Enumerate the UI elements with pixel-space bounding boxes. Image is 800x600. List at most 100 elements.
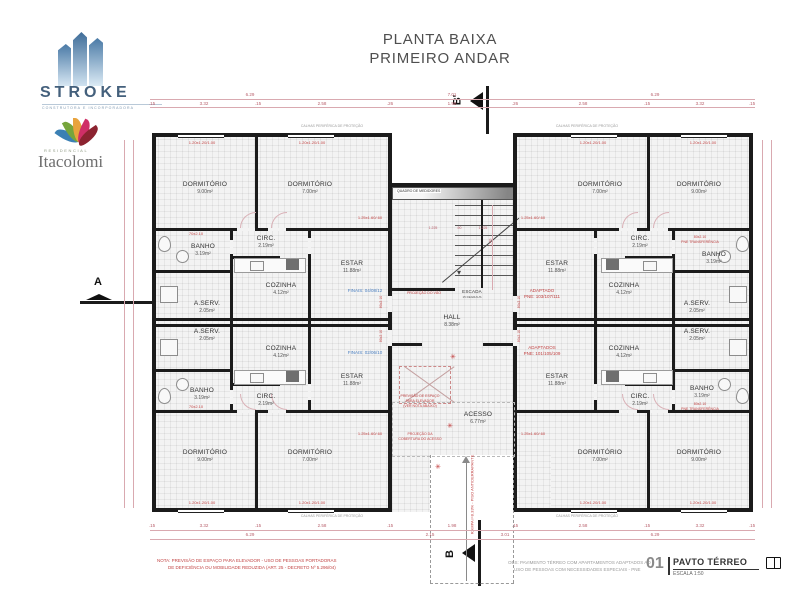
wall-segment (647, 133, 650, 230)
dim-label: .15 (748, 523, 756, 528)
door-spec-80: 80x2.10 (517, 295, 522, 309)
dim-label: .15 (643, 523, 651, 528)
stamp-icon-spine (773, 558, 775, 568)
revision-marker-icon: ✳ (435, 464, 441, 471)
stair-tread (455, 265, 513, 266)
dimension-line (492, 205, 493, 290)
toilet-fixture (158, 236, 171, 252)
sheet-name: PAVTO TÉRREO (673, 557, 748, 567)
section-arrow-b-bottom-icon (462, 544, 475, 562)
wall-segment (390, 288, 455, 291)
room-label-cozinha: COZINHA (608, 282, 640, 289)
note-finais-lower: FINAIS: 02/06/10 (347, 350, 383, 355)
wall-segment (672, 228, 675, 321)
room-label-cozinha: COZINHA (608, 345, 640, 352)
dim-label: 6.29 (650, 92, 660, 97)
kitchen-sink (250, 373, 264, 383)
door-opening (650, 410, 668, 413)
section-marker-b: B (443, 550, 456, 558)
sheet-scale: ESCALA 1:50 (673, 571, 704, 577)
ramp-arrow-head-icon (462, 456, 470, 463)
room-area: 3.19m² (694, 393, 710, 399)
wall-segment (483, 343, 515, 346)
section-line-a (80, 301, 152, 304)
door-spec-70: 70x2.10 (188, 231, 204, 236)
door-opening (230, 240, 233, 254)
room-label-circ: CIRC. (630, 235, 650, 242)
stair-tread (455, 205, 513, 206)
wall-segment (308, 228, 311, 321)
door-opening (619, 228, 637, 231)
meter-board-label: QUADRO DE MEDIDORES (396, 189, 442, 193)
stove-fixture (606, 259, 619, 270)
note-elevador: PARA ELEVADOR (405, 399, 435, 403)
window-marker (288, 134, 334, 138)
room-label-dormitorio: DORMITÓRIO (676, 449, 722, 456)
room-area: 2.19m² (632, 243, 648, 249)
room-label-banho: BANHO (190, 243, 216, 250)
sink-fixture (718, 378, 731, 391)
door-spec-80: 80x2.10 (379, 329, 384, 343)
wall-segment (515, 324, 753, 327)
building-icon (89, 38, 103, 86)
dim-label: 7.01 (447, 92, 457, 97)
room-area: 7.00m² (302, 189, 318, 195)
title-line1: PLANTA BAIXA (382, 31, 498, 48)
kitchen-sink (250, 261, 264, 271)
stove-fixture (286, 259, 299, 270)
room-area: 9.00m² (691, 189, 707, 195)
room-area: 8.38m² (444, 322, 460, 328)
itacolomi-logo-petals-icon (54, 104, 102, 150)
sheet-number: 01 (646, 555, 664, 572)
room-area: 4.12m² (273, 353, 289, 359)
note-calhas: CALHAS PERIFÉRICA DE PROTEÇÃO (300, 124, 364, 128)
wall-segment (390, 343, 422, 346)
section-line-b-top (486, 86, 489, 134)
door-opening (650, 228, 668, 231)
wall-segment (230, 256, 280, 259)
door-opening (594, 384, 597, 400)
toilet-fixture (158, 388, 171, 404)
petal-icon (73, 118, 83, 143)
dim-label: .15 (254, 101, 262, 106)
section-arrow-b-top-icon (470, 92, 483, 110)
note-elevador: (VER NOTA ABAIXO) (403, 404, 437, 408)
note-cobertura: PROJEÇÃO DA (407, 432, 433, 436)
door-spec-80: 80x2.10 (517, 329, 522, 343)
stair-tread (455, 225, 513, 226)
room-label-dormitorio: DORMITÓRIO (577, 181, 623, 188)
toilet-fixture (736, 388, 749, 404)
room-label-dormitorio: DORMITÓRIO (676, 181, 722, 188)
dim-label: .15 (254, 523, 262, 528)
stove-fixture (286, 371, 299, 382)
door-opening (268, 410, 286, 413)
sink-fixture (176, 378, 189, 391)
window-spec-estar: 1.25x1.60/.60 (357, 431, 383, 436)
dim-label: 3.01 (500, 532, 510, 537)
note-cobertura: COBERTURA DO ACESSO (398, 437, 442, 441)
floor-slab-right (513, 133, 753, 512)
room-area: 11.88m² (343, 381, 361, 387)
wall-segment (625, 256, 675, 259)
wall-segment (230, 321, 233, 413)
room-label-dormitorio: DORMITÓRIO (287, 449, 333, 456)
window-spec: 1.20x1.20/1.00 (188, 140, 216, 145)
laundry-tank (160, 286, 178, 303)
access-paving-left (392, 455, 430, 512)
wall-segment (594, 321, 597, 413)
window-spec-estar: 1.25x1.60/.60 (520, 215, 546, 220)
nota-text-line1: NOTA: PREVISÃO DE ESPAÇO PARA ELEVADOR -… (157, 558, 337, 563)
note-adaptado-upper: ADAPTADO (529, 288, 555, 293)
room-area: 2.19m² (632, 401, 648, 407)
dim-label: .90 (456, 226, 462, 230)
itacolomi-logo-brand: RESIDENCIAL (44, 148, 89, 153)
dim-label: 2.15 (425, 532, 435, 537)
wall-segment (647, 412, 650, 509)
stair-stringer-wall (481, 200, 483, 288)
dimension-line (150, 530, 755, 531)
dim-label: .15 (643, 101, 651, 106)
door-opening (308, 238, 311, 254)
room-label-aserv: A.SERV. (193, 300, 221, 307)
dim-label: 1.225 (428, 226, 438, 230)
window-marker (571, 509, 617, 513)
